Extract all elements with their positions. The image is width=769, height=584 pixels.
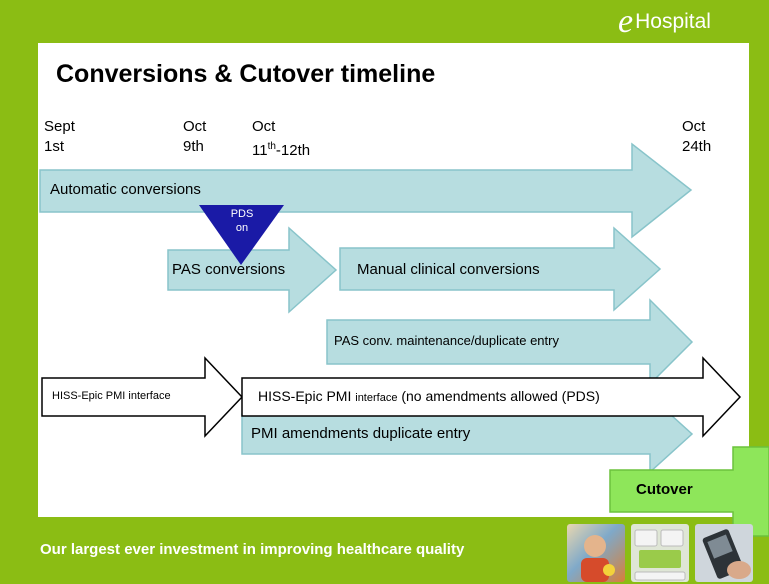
brand-logo: e Hospital [618, 4, 711, 40]
hiss-long-main: HISS-Epic PMI [258, 388, 356, 404]
date-day: 9th [183, 138, 204, 155]
pds-on-triangle [199, 205, 284, 265]
cutover-label: Cutover [636, 481, 693, 498]
date-day-main: 11 [252, 142, 268, 159]
hiss-epic-short-label: HISS-Epic PMI interface [52, 390, 171, 402]
brand-e-mark: e [618, 3, 634, 40]
hiss-long-rest: (no amendments allowed (PDS) [397, 388, 600, 404]
pas-maintenance-arrow [326, 298, 694, 386]
keyboard-photo-image [631, 524, 689, 582]
hiss-epic-short-arrow [41, 356, 244, 438]
date-month: Oct [183, 118, 207, 135]
on-label: on [235, 222, 249, 234]
date-day: 24th [682, 138, 712, 155]
footer-tagline: Our largest ever investment in improving… [40, 541, 465, 558]
pds-on-label: PDS on [228, 207, 256, 235]
pmi-amendments-label: PMI amendments duplicate entry [251, 425, 471, 442]
slide-title: Conversions & Cutover timeline [56, 60, 436, 88]
pas-conversions-arrow [167, 226, 338, 314]
pas-maintenance-label: PAS conv. maintenance/duplicate entry [334, 333, 559, 348]
date-oct-24: Oct 24th [682, 117, 711, 157]
date-month: Oct [682, 118, 706, 135]
brand-name: Hospital [635, 10, 711, 33]
manual-clinical-conversions-arrow [339, 226, 662, 312]
pas-conversions-label: PAS conversions [172, 261, 286, 278]
date-month: Sept [44, 118, 75, 135]
handheld-device-photo-image [695, 524, 753, 582]
pds-label: PDS [230, 208, 254, 220]
date-oct-9: Oct 9th [183, 117, 206, 157]
automatic-conversions-arrow [39, 142, 693, 239]
date-day-sup: th [267, 141, 276, 152]
date-oct-11-12: Oct 11th-12th [252, 117, 310, 161]
hiss-epic-long-arrow [241, 356, 742, 438]
date-day-rest: -12th [275, 142, 311, 159]
manual-clinical-conversions-label: Manual clinical conversions [357, 261, 540, 278]
automatic-conversions-label: Automatic conversions [50, 181, 201, 198]
cutover-arrow [609, 446, 769, 537]
date-sept-1: Sept 1st [44, 117, 75, 157]
date-day: 1st [44, 138, 65, 155]
hiss-long-small: interface [355, 392, 398, 404]
hiss-epic-long-label: HISS-Epic PMI interface (no amendments a… [258, 388, 600, 404]
date-day-range: 11th-12th [252, 137, 310, 161]
child-photo-image [567, 524, 625, 582]
date-month: Oct [252, 118, 276, 135]
